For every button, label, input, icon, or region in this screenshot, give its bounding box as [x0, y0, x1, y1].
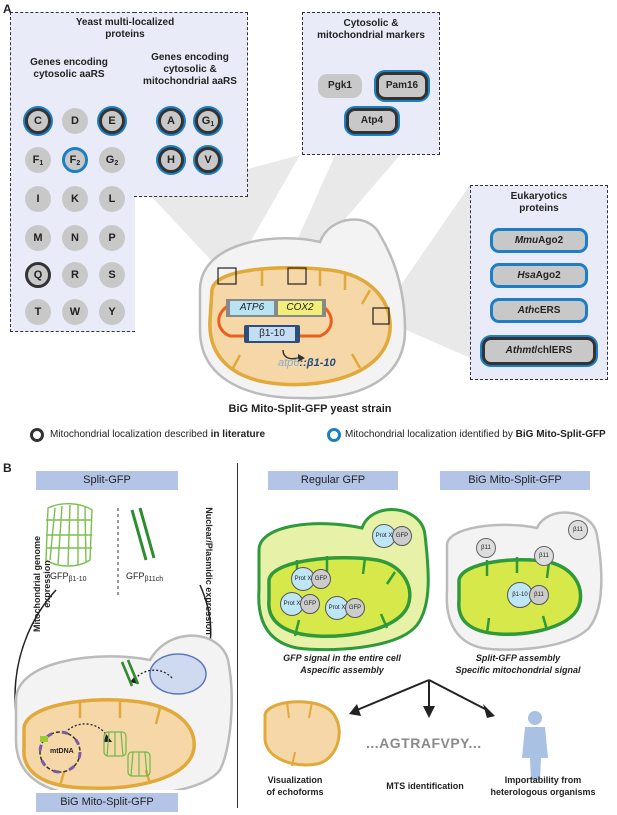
- marker-atp4: Atp4: [346, 108, 398, 134]
- beta110-label: β1-10: [249, 327, 295, 341]
- panel-label-b: B: [3, 461, 12, 475]
- b11-2: β11: [534, 546, 554, 566]
- euk-athmtchlers: Athmt/chlERS: [482, 337, 596, 365]
- b11-3: β11: [568, 520, 588, 540]
- gene-construct: ATP6 COX2: [226, 299, 326, 317]
- mtdna-label: mtDNA: [50, 748, 74, 755]
- gene-a: A: [158, 108, 184, 134]
- gfp-b110-label: GFPβ1-10: [50, 571, 87, 583]
- panel-b-left-graphics: [14, 503, 233, 790]
- protx-gfp-2: Prot X GFP: [372, 524, 420, 548]
- gene-n: N: [62, 225, 88, 251]
- gene-f1: F1: [25, 147, 51, 173]
- euk-mmuago2: MmuAgo2: [490, 228, 588, 253]
- gene-g1: G1: [195, 108, 221, 134]
- vertical-nuclear-label: Nuclear/Plasmidic expression: [204, 507, 214, 635]
- gene-l: L: [99, 186, 125, 212]
- legend-literature: Mitochondrial localization described in …: [50, 429, 266, 440]
- protx-gfp-4: Prot X GFP: [325, 596, 373, 620]
- yeast-box-right: [134, 12, 248, 197]
- panel-label-a: A: [3, 2, 12, 16]
- big-mito-banner-left: BiG Mito-Split-GFP: [36, 793, 178, 812]
- gene-v: V: [195, 147, 221, 173]
- mts-sequence: ...AGTRAFVPY...: [366, 735, 482, 751]
- gene-y: Y: [99, 299, 125, 325]
- gene-e: E: [99, 108, 125, 134]
- marker-pam16: Pam16: [376, 72, 428, 100]
- euk-hsaago2: HsaAgo2: [490, 263, 588, 288]
- gene-t: T: [25, 299, 51, 325]
- gene-c: C: [25, 108, 51, 134]
- legend-big: Mitochondrial localization identified by…: [345, 429, 606, 440]
- legend-literature-icon: [30, 428, 44, 442]
- outcome-mts: MTS identification: [386, 781, 464, 791]
- beta110-construct: β1-10: [244, 325, 300, 343]
- gene-g2: G2: [99, 147, 125, 173]
- euk-athcers: AthcERS: [490, 298, 588, 323]
- legend-big-icon: [327, 428, 341, 442]
- fusion-label: atp6::β1-10: [278, 357, 336, 369]
- protx-gfp-3: Prot X GFP: [280, 592, 328, 616]
- cox2-gene: COX2: [278, 301, 322, 315]
- gene-p: P: [99, 225, 125, 251]
- split-gfp-banner: Split-GFP: [36, 471, 178, 490]
- atp6-gene: ATP6: [230, 301, 274, 315]
- panel-b-divider: [237, 463, 238, 808]
- panel-a-graphics: [150, 155, 475, 400]
- b11-1: β11: [476, 538, 496, 558]
- gfp-b11ch-label: GFPβ11ch: [126, 571, 164, 583]
- gene-h: H: [158, 147, 184, 173]
- vertical-mito-genome-label: Mitochondrial genome expression: [32, 536, 52, 633]
- gene-f2: F2: [62, 147, 88, 173]
- gene-s: S: [99, 262, 125, 288]
- markers-title: Cytosolic &mitochondrial markers: [317, 18, 425, 41]
- big-mito-banner-right: BiG Mito-Split-GFP: [440, 471, 590, 490]
- mitochondrion: [208, 266, 392, 387]
- gene-q: Q: [25, 262, 51, 288]
- gene-k: K: [62, 186, 88, 212]
- gene-m: M: [25, 225, 51, 251]
- gene-i: I: [25, 186, 51, 212]
- gene-w: W: [62, 299, 88, 325]
- gene-d: D: [62, 108, 88, 134]
- b110-b11-pair: β1-10 β11: [507, 582, 551, 608]
- gene-r: R: [62, 262, 88, 288]
- strain-caption: BiG Mito-Split-GFP yeast strain: [228, 403, 392, 415]
- marker-pgk1: Pgk1: [318, 74, 362, 98]
- protx-gfp-1: Prot X GFP: [291, 567, 339, 591]
- regular-gfp-banner: Regular GFP: [268, 471, 398, 490]
